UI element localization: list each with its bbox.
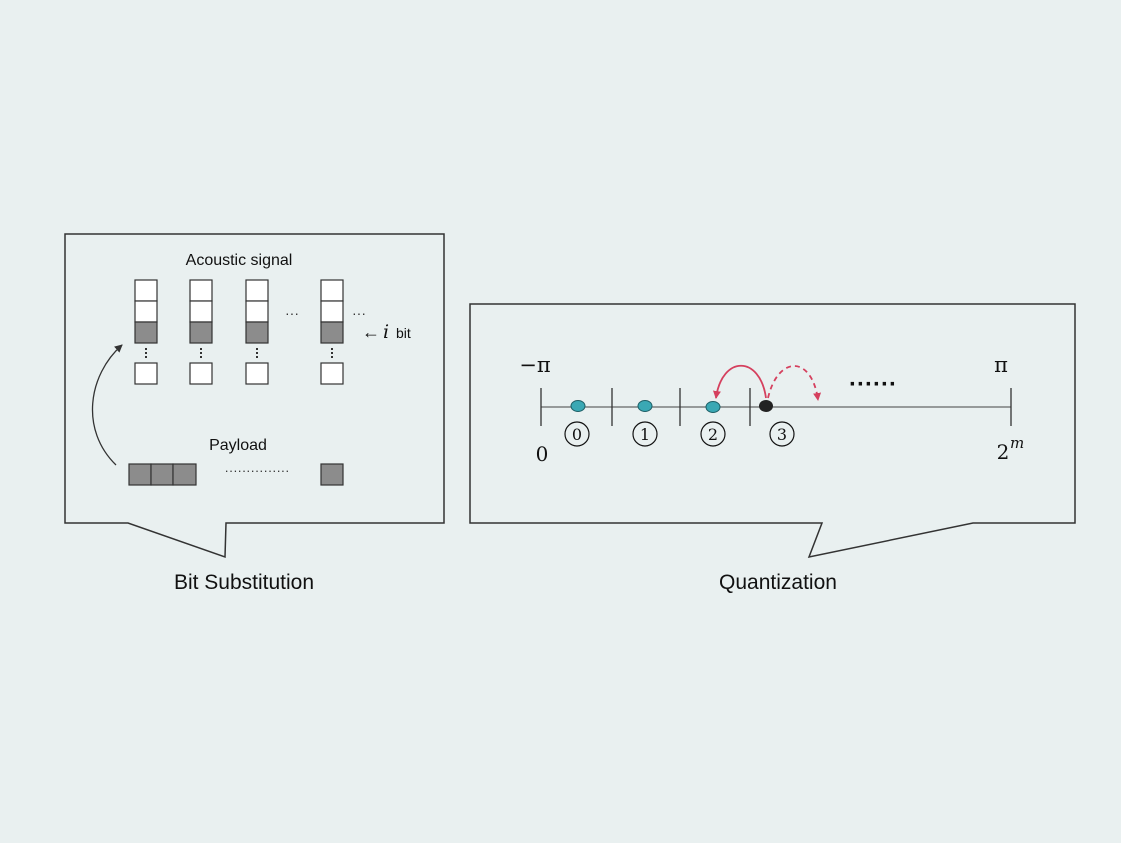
two-label: 2: [997, 440, 1010, 464]
continuation-dots: ······: [849, 371, 897, 398]
round-up-arrow: [767, 365, 822, 401]
substituted-bit-cell: [320, 321, 344, 344]
exponent-m-label: m: [1010, 434, 1024, 452]
quantized-value-dot: [570, 400, 586, 412]
neg-pi-label: −π: [519, 353, 551, 377]
bit-substitution-panel: Acoustic signal: [64, 233, 445, 559]
bin-index: 1: [640, 425, 650, 444]
bit-arrow-icon: ←: [362, 322, 380, 342]
payload-label: Payload: [209, 437, 267, 454]
substituted-bit-cell: [245, 321, 269, 344]
bin-index: 2: [708, 425, 718, 444]
payload-bits: [128, 463, 344, 486]
bit-label: bit: [396, 325, 411, 341]
right-ellipsis: ···: [352, 305, 366, 321]
pi-label: π: [994, 353, 1008, 377]
bit-column: [245, 279, 269, 385]
column-ellipsis: ···: [285, 305, 299, 321]
substituted-bit-cell: [134, 321, 158, 344]
quantized-value-dot: [637, 400, 653, 412]
bin-index-labels: 0 1 2 3: [564, 421, 795, 447]
quantization-caption: Quantization: [719, 571, 837, 594]
bit-column: [134, 279, 158, 385]
quantized-value-dot: [705, 401, 721, 413]
bin-index: 0: [572, 425, 582, 444]
acoustic-signal-title: Acoustic signal: [186, 252, 293, 269]
zero-label: 0: [536, 442, 549, 466]
bit-index-variable: i: [383, 321, 389, 343]
substituted-bit-cell: [189, 321, 213, 344]
quantization-panel: −π π 0 2 m 0 1 2 3 ······: [469, 303, 1076, 559]
bit-column: [320, 279, 344, 385]
bin-index: 3: [777, 425, 787, 444]
bit-substitution-caption: Bit Substitution: [174, 571, 314, 594]
original-value-dot: [759, 400, 773, 412]
axis-ticks: [540, 388, 1012, 426]
right-callout-bubble: [469, 303, 1076, 559]
payload-ellipsis: ···············: [225, 463, 290, 478]
substitution-arrow: [91, 344, 123, 466]
bit-column: [189, 279, 213, 385]
round-down-arrow: [713, 364, 767, 399]
